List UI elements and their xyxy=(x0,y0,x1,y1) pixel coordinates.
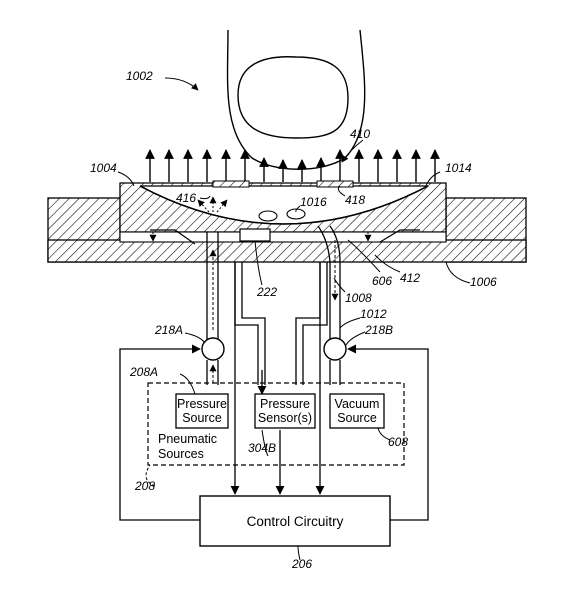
signal-arrows xyxy=(230,262,325,495)
cup-membrane xyxy=(139,185,429,225)
sensor-222 xyxy=(239,228,271,242)
substrate-bottom xyxy=(47,239,527,263)
control-circuitry-box xyxy=(199,495,391,547)
pressure-sensor-label-2: Sensor(s) xyxy=(258,411,312,425)
airflow-arrows xyxy=(145,149,440,182)
ref-1008: 1008 xyxy=(345,291,372,305)
ref-418: 418 xyxy=(345,193,365,207)
ref-410: 410 xyxy=(350,127,370,141)
finger-outline xyxy=(226,29,366,170)
fingernail xyxy=(237,56,349,139)
bump-right xyxy=(286,208,306,220)
ref-1006: 1006 xyxy=(470,275,497,289)
ref-1016: 1016 xyxy=(300,195,327,209)
vacuum-source-box xyxy=(329,393,385,429)
control-lines xyxy=(119,344,429,521)
flap-left xyxy=(150,229,196,245)
ref-208A: 208A xyxy=(129,365,158,379)
ref-218B: 218B xyxy=(364,323,393,337)
ref-206: 206 xyxy=(291,557,312,571)
chamber-cavity xyxy=(119,231,447,243)
electrode-left xyxy=(212,180,250,188)
pipe-flow-arrows xyxy=(209,240,339,383)
pneumatic-label-1: Pneumatic xyxy=(158,432,217,446)
bump-left xyxy=(258,210,278,222)
pneumatic-label-2: Sources xyxy=(158,447,204,461)
valve-218A xyxy=(201,337,225,361)
valve-218B xyxy=(323,337,347,361)
ref-1012: 1012 xyxy=(360,307,387,321)
vacuum-source-label-1: Vacuum xyxy=(335,397,380,411)
pressure-source-label-1: Pressure xyxy=(177,397,227,411)
ref-412: 412 xyxy=(400,271,420,285)
ref-416: 416 xyxy=(176,191,196,205)
pressure-source-label-2: Source xyxy=(182,411,222,425)
pressure-source-box xyxy=(175,393,229,429)
ref-1014: 1014 xyxy=(445,161,472,175)
ref-1002: 1002 xyxy=(126,69,153,83)
ref-218A: 218A xyxy=(154,323,183,337)
pressure-sensor-box xyxy=(254,393,316,429)
pressure-sensor-label-1: Pressure xyxy=(260,397,310,411)
ref-304B: 304B xyxy=(248,441,276,455)
ref-208: 208 xyxy=(134,479,155,493)
electrode-right xyxy=(316,180,354,188)
ref-606: 606 xyxy=(372,274,392,288)
flap-right xyxy=(379,229,420,243)
control-circuitry-label: Control Circuitry xyxy=(247,514,344,529)
leader-lines xyxy=(117,77,471,561)
small-dashed-arrows xyxy=(149,196,372,242)
ref-1004: 1004 xyxy=(90,161,117,175)
pneumatic-sources-group xyxy=(147,382,405,466)
ref-222: 222 xyxy=(256,285,277,299)
vacuum-source-label-2: Source xyxy=(337,411,377,425)
ref-608: 608 xyxy=(388,435,408,449)
